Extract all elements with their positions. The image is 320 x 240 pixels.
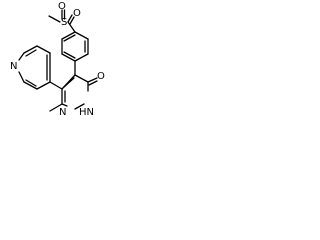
pyridazinone-ring-bonds	[61, 74, 89, 110]
sulfonyl-sulfur-label: S	[61, 17, 67, 28]
methyl-bond	[49, 103, 63, 112]
pyridyl-link-bond	[49, 81, 63, 90]
pyridine-ring-bonds	[18, 45, 51, 90]
sulfonyl-oxygen-top-label: O	[58, 1, 66, 12]
methylsulfonyl-bonds	[48, 9, 76, 33]
chemical-structure: S O O O N N HN	[10, 1, 105, 118]
phenylene-ring-bonds	[61, 31, 89, 62]
pyridine-nitrogen-label: N	[10, 61, 17, 72]
carbonyl-bond	[87, 77, 98, 86]
ring-nitrogen-label: N	[59, 107, 66, 118]
ring-nh-label: HN	[79, 107, 94, 118]
sulfonyl-oxygen-right-label: O	[73, 8, 81, 19]
carbonyl-oxygen-label: O	[97, 71, 105, 82]
